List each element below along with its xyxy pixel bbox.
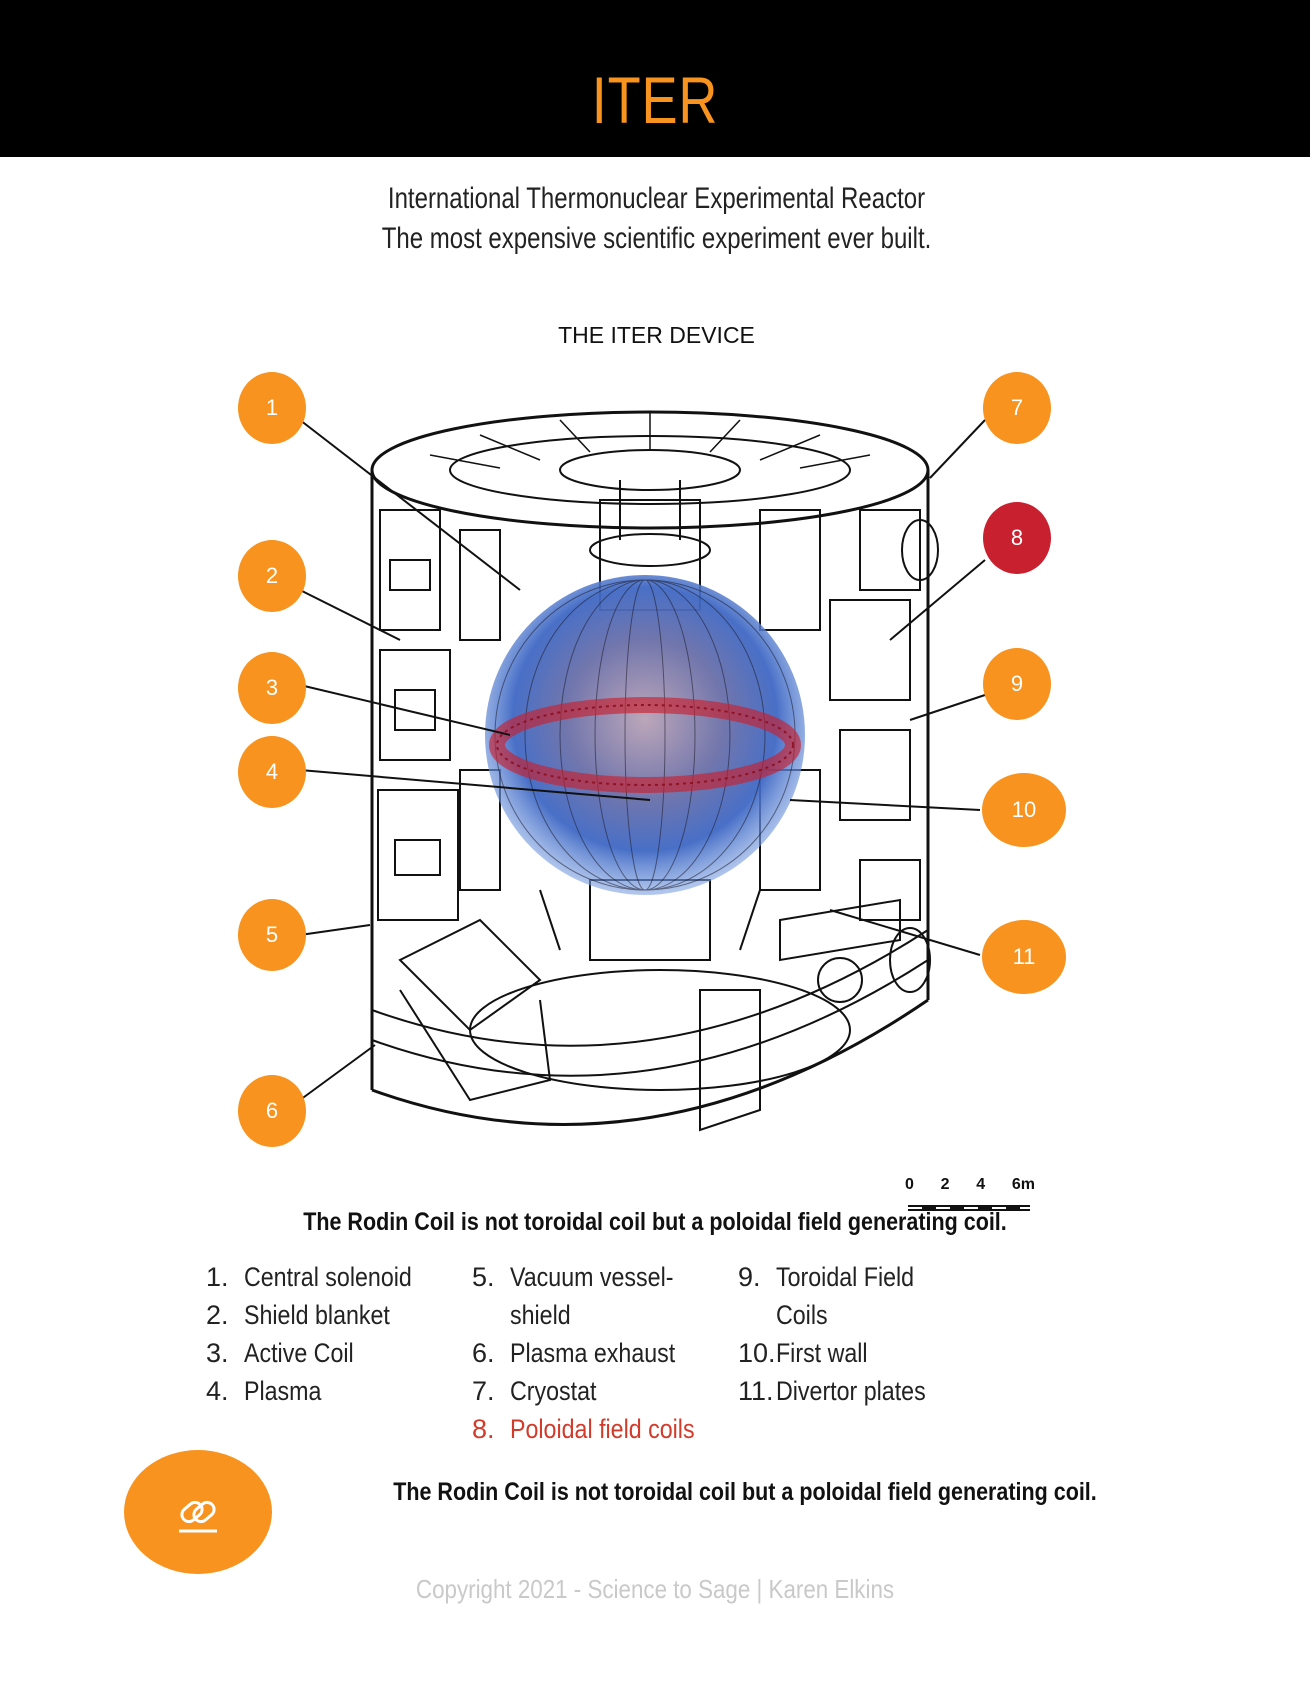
leader-lines — [299, 419, 986, 1101]
callout-2: 2 — [238, 540, 306, 612]
scale-label-2: 2 — [940, 1176, 950, 1193]
copyright-footer: Copyright 2021 - Science to Sage | Karen… — [415, 1574, 895, 1604]
scale-label-0: 0 — [905, 1176, 914, 1193]
legend-item: 1.Central solenoid — [206, 1262, 412, 1292]
legend-item: 6.Plasma exhaust — [472, 1338, 676, 1368]
plasma-sphere — [485, 575, 805, 895]
page-title: ITER — [591, 63, 719, 137]
callout-8: 8 — [983, 502, 1051, 574]
link-button[interactable] — [124, 1450, 272, 1574]
legend-item: 2.Shield blanket — [206, 1300, 390, 1330]
legend-item: 10.First wall — [738, 1338, 868, 1368]
link-icon — [179, 1500, 217, 1533]
scale-label-4: 4 — [976, 1176, 986, 1193]
page-header: ITER — [0, 0, 1310, 157]
legend-item: 7.Cryostat — [472, 1376, 597, 1406]
callout-4: 4 — [238, 736, 306, 808]
legend-column-1: 1.Central solenoid 2.Shield blanket 3.Ac… — [206, 1258, 439, 1410]
callout-9: 9 — [983, 648, 1051, 720]
callout-10: 10 — [982, 773, 1066, 847]
cylinder-base — [371, 998, 929, 1126]
legend-item: Coils — [776, 1300, 828, 1330]
scale-label-6m: 6m — [1011, 1176, 1035, 1193]
legend-item: 9.Toroidal Field — [738, 1262, 915, 1292]
callout-1: 1 — [238, 372, 306, 444]
callout-7: 7 — [983, 372, 1051, 444]
subtitle-line-1: International Thermonuclear Experimental… — [387, 182, 926, 215]
legend-item-highlighted: 8.Poloidal field coils — [472, 1414, 695, 1444]
legend-item: 5.Vacuum vessel- — [472, 1262, 674, 1292]
diagram-caption: The Rodin Coil is not toroidal coil but … — [303, 1208, 1007, 1236]
callout-3: 3 — [238, 652, 306, 724]
callout-5: 5 — [238, 899, 306, 971]
subtitle-line-2: The most expensive scientific experiment… — [381, 222, 932, 255]
legend-item: 4.Plasma — [206, 1376, 322, 1406]
callout-6: 6 — [238, 1075, 306, 1147]
device-title: THE ITER DEVICE — [558, 322, 755, 348]
callout-11: 11 — [982, 920, 1066, 994]
legend-item: 11.Divertor plates — [738, 1376, 926, 1406]
legend-column-3: 9.Toroidal Field Coils 10.First wall 11.… — [738, 1258, 950, 1410]
rodin-coil-note: The Rodin Coil is not toroidal coil but … — [393, 1478, 1097, 1506]
scale-labels: 0 2 4 6m — [905, 1176, 1035, 1194]
legend-item: 3.Active Coil — [206, 1338, 354, 1368]
legend-column-2: 5.Vacuum vessel- shield 6.Plasma exhaust… — [472, 1258, 725, 1448]
legend-item: shield — [510, 1300, 571, 1330]
